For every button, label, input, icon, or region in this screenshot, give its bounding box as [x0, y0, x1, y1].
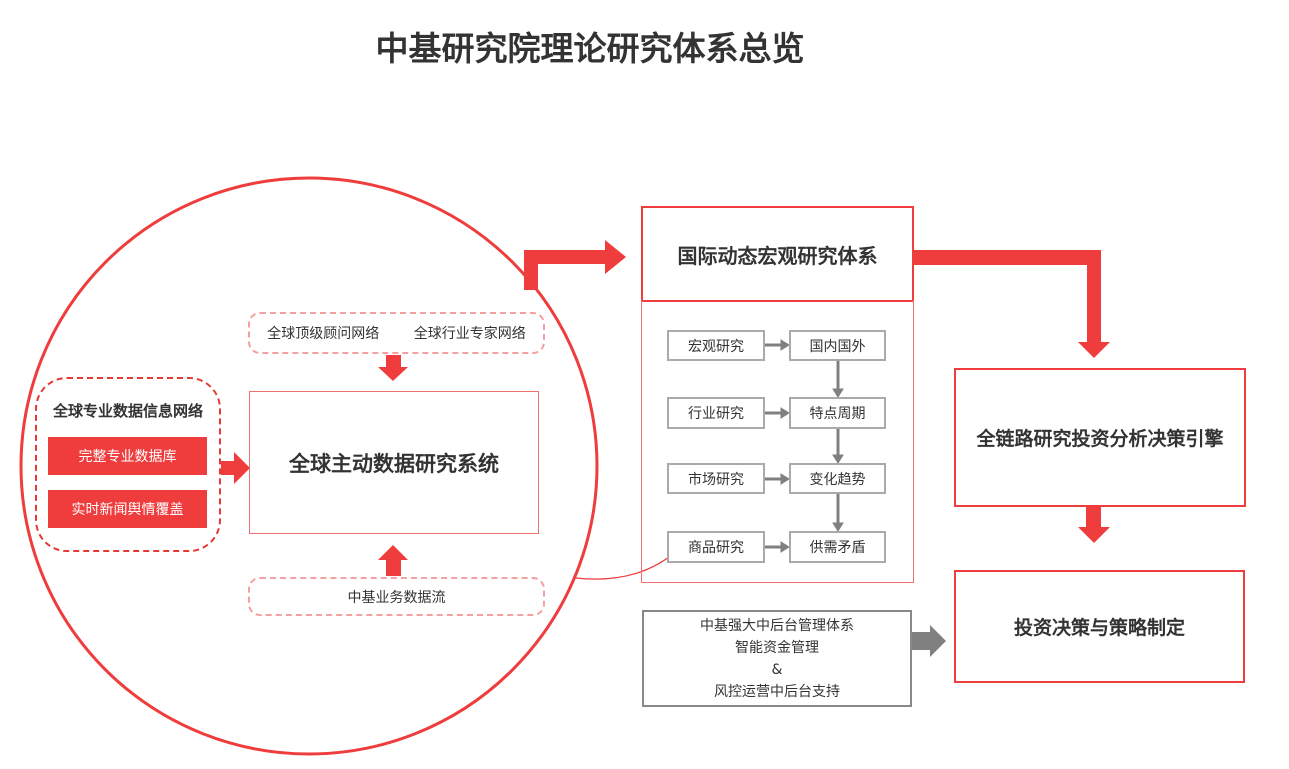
backoffice-line: 中基强大中后台管理体系: [700, 617, 854, 634]
focus-item: 供需矛盾: [789, 531, 886, 563]
database-item: 完整专业数据库: [48, 437, 207, 475]
data-network-group: [35, 377, 221, 552]
backoffice-line: 风控运营中后台支持: [714, 683, 840, 700]
business-flow-label: 中基业务数据流: [347, 589, 446, 606]
macro-title: 国际动态宏观研究体系: [677, 243, 878, 268]
data-network-heading: 全球专业数据信息网络: [52, 402, 203, 420]
advisor-network-label: 全球顶级顾问网络: [267, 326, 380, 342]
core-system-label: 全球主动数据研究系统: [289, 451, 499, 476]
advisor-networks-box: 全球顶级顾问网络 全球行业专家网络: [248, 312, 545, 354]
arrow-to-engine: [914, 250, 1110, 358]
arrow-right-data: [221, 452, 250, 484]
research-item: 商品研究: [667, 531, 765, 563]
arrow-to-macro: [524, 240, 626, 290]
backoffice-line: 智能资金管理: [735, 639, 819, 656]
page-title: 中基研究院理论研究体系总览: [375, 29, 805, 68]
arrow-to-decision: [1078, 507, 1110, 543]
backoffice-line: &: [771, 661, 783, 678]
engine-box: 全链路研究投资分析决策引擎: [954, 368, 1246, 507]
business-flow-box: 中基业务数据流: [248, 577, 545, 616]
research-item: 市场研究: [667, 463, 765, 494]
decision-label: 投资决策与策略制定: [1013, 617, 1185, 639]
focus-item: 变化趋势: [789, 463, 886, 494]
macro-panel: [641, 300, 914, 583]
focus-item: 国内国外: [789, 330, 886, 361]
core-system-box: 全球主动数据研究系统: [249, 391, 539, 534]
macro-title-box: 国际动态宏观研究体系: [641, 206, 914, 302]
decision-box: 投资决策与策略制定: [954, 570, 1245, 683]
arrow-up-flow: [378, 545, 408, 576]
outer-circle: [19, 176, 599, 756]
news-coverage-item: 实时新闻舆情覆盖: [48, 490, 207, 528]
research-item: 行业研究: [667, 397, 765, 429]
engine-label: 全链路研究投资分析决策引擎: [976, 428, 1224, 450]
expert-network-label: 全球行业专家网络: [413, 326, 526, 342]
arrow-backoffice: [912, 625, 946, 657]
focus-item: 特点周期: [789, 397, 886, 429]
research-item: 宏观研究: [667, 330, 765, 361]
backoffice-box: 中基强大中后台管理体系 智能资金管理 & 风控运营中后台支持: [642, 610, 912, 707]
arrow-down-networks: [378, 355, 408, 381]
